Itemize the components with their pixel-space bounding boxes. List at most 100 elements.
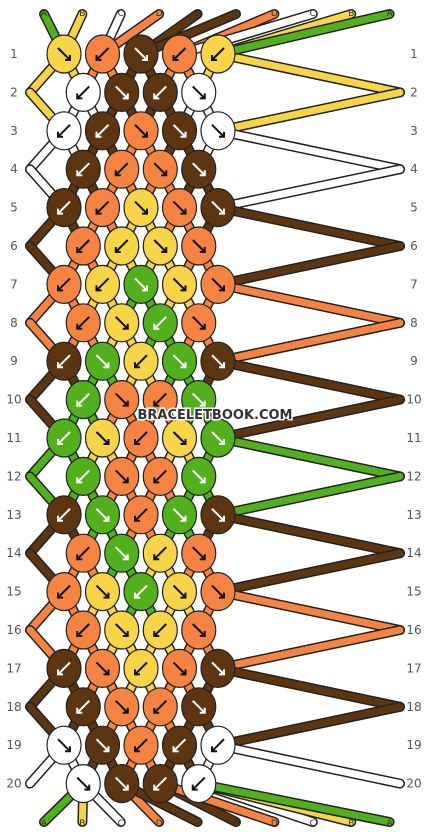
arrow-icon [211, 47, 225, 61]
top-strand-label: B [79, 9, 85, 19]
knot [161, 111, 198, 151]
top-strand-label: E [233, 9, 239, 19]
edge-strand-right [214, 511, 404, 557]
arrow-icon [95, 200, 110, 215]
arrowhead-icon [219, 285, 225, 292]
edge-strand-right [214, 626, 404, 672]
arrow-icon [95, 584, 110, 599]
arrowhead-icon [153, 93, 160, 100]
knot [46, 648, 82, 689]
knot [46, 418, 82, 458]
arrow-icon [134, 124, 148, 138]
arrow-icon [134, 661, 148, 676]
knot [200, 341, 236, 381]
arrowhead-icon [219, 131, 225, 138]
row-number-right: 10 [406, 393, 421, 407]
arrowhead-icon [153, 554, 160, 561]
knot [200, 418, 236, 458]
knot [123, 495, 159, 535]
knot [104, 610, 140, 650]
arrow-icon [192, 700, 206, 714]
arrow-icon [211, 124, 225, 138]
arrowhead-icon [134, 669, 140, 676]
arrowhead-icon [76, 707, 83, 714]
knot [65, 456, 101, 496]
arrow-icon [95, 508, 110, 522]
knot [181, 149, 217, 189]
row-number-left: 4 [10, 162, 18, 176]
arrow-icon [134, 584, 148, 599]
arrow-icon [115, 239, 129, 253]
arrowhead-icon [76, 247, 83, 253]
edge-strand-right [214, 357, 404, 404]
arrow-icon [115, 316, 129, 330]
knot [104, 456, 140, 496]
arrow-icon [57, 584, 71, 599]
arrowhead-icon [199, 400, 206, 407]
edge-strand-right [214, 664, 404, 711]
arrow-icon [134, 354, 148, 368]
arrow-icon [76, 700, 90, 714]
arrowhead-icon [57, 131, 63, 138]
row-number-right: 7 [410, 277, 418, 291]
knot [46, 725, 82, 765]
knot [200, 111, 236, 151]
arrow-icon [76, 546, 90, 560]
knot [84, 725, 121, 765]
knot [161, 571, 198, 612]
knot [142, 456, 178, 496]
knot [84, 264, 121, 304]
arrow-icon [192, 85, 206, 100]
arrowhead-icon [219, 208, 225, 215]
arrowhead-icon [95, 285, 102, 292]
knot [104, 149, 140, 189]
arrowhead-icon [161, 247, 168, 253]
arrow-icon [76, 776, 90, 791]
arrowhead-icon [199, 477, 206, 484]
row-number-right: 3 [410, 124, 418, 138]
knot [200, 495, 236, 535]
arrowhead-icon [153, 323, 160, 330]
row-number-left: 12 [6, 469, 21, 483]
top-strand-label: A [387, 9, 394, 19]
edge-strand-right [214, 434, 404, 480]
arrowhead-icon [172, 55, 179, 61]
row-number-left: 6 [10, 239, 18, 253]
arrowhead-icon [65, 55, 71, 61]
arrow-icon [192, 546, 206, 560]
arrow-icon [192, 776, 206, 791]
knot [65, 763, 101, 804]
row-number-right: 6 [410, 239, 418, 253]
arrow-icon [57, 661, 71, 676]
row-number-right: 1 [410, 47, 418, 61]
knot [46, 34, 82, 74]
arrow-icon [57, 277, 71, 292]
row-number-right: 14 [406, 546, 421, 560]
knot [123, 725, 159, 765]
arrow-icon [76, 623, 90, 637]
arrowhead-icon [180, 592, 187, 599]
knot [104, 226, 140, 266]
arrow-icon [57, 354, 71, 368]
row-number-right: 18 [406, 700, 421, 714]
arrow-icon [192, 623, 206, 637]
knot [161, 648, 198, 689]
arrow-icon [95, 738, 110, 752]
edge-strand-right [214, 127, 404, 173]
arrow-icon [153, 546, 167, 560]
top-strand-label: D [156, 9, 163, 19]
row-number-right: 15 [406, 585, 421, 599]
arrow-icon [115, 776, 129, 791]
arrowhead-icon [142, 55, 148, 61]
arrow-icon [57, 431, 71, 445]
arrowhead-icon [219, 669, 225, 676]
arrow-icon [211, 431, 225, 445]
arrow-icon [211, 738, 225, 752]
knot [46, 571, 82, 612]
bottom-strand-label: A [387, 819, 394, 829]
arrowhead-icon [199, 631, 206, 637]
arrowhead-icon [76, 170, 83, 177]
arrowhead-icon [122, 323, 129, 330]
arrow-icon [153, 85, 167, 100]
